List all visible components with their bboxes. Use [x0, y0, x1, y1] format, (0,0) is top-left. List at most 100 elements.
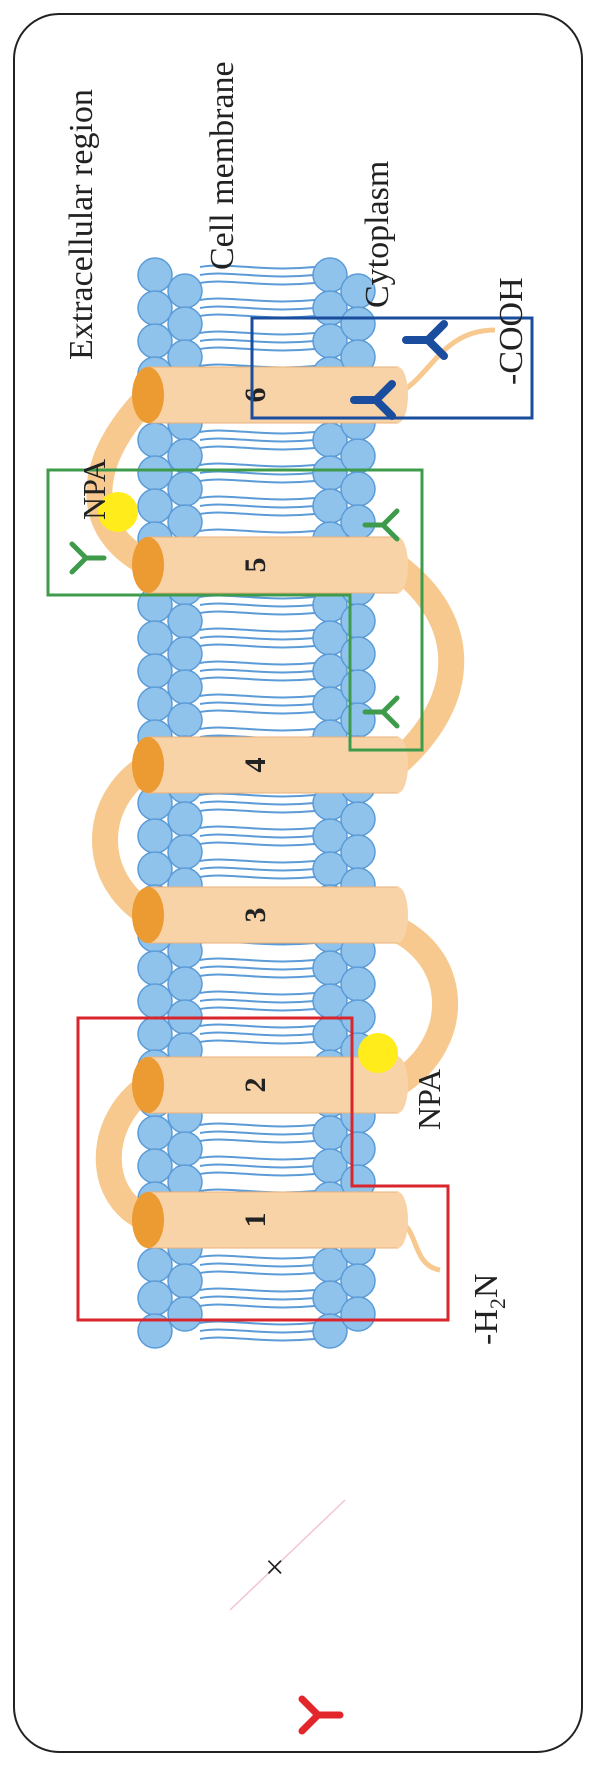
lipid-head: [138, 852, 172, 886]
lipid-head: [168, 670, 202, 704]
helix-cap: [132, 537, 164, 593]
lipid-head: [168, 505, 202, 539]
cytoplasm-label: Cytoplasm: [359, 161, 396, 308]
lipid-tail: [200, 802, 315, 805]
helix-4: 4: [132, 737, 408, 793]
lipid-tail: [200, 1140, 315, 1143]
lipid-head: [138, 1149, 172, 1183]
lipid-tail: [200, 1041, 315, 1044]
lipid-head: [341, 472, 375, 506]
helix-body: [148, 367, 398, 423]
lipid-tail: [200, 645, 315, 648]
h2n-subscript: 2: [485, 1298, 510, 1309]
lipid-head: [341, 802, 375, 836]
lipid-head: [138, 1116, 172, 1150]
lipid-head: [168, 274, 202, 308]
helix-3: 3: [132, 887, 408, 943]
lipid-tail: [200, 992, 315, 995]
lipid-tail: [200, 1132, 315, 1135]
lipid-head: [341, 967, 375, 1001]
lipid-head: [138, 291, 172, 325]
lipid-tail: [200, 1173, 315, 1176]
helix-number: 2: [239, 1078, 272, 1093]
helix-end: [388, 1192, 408, 1248]
npa-label-bottom: NPA: [411, 1069, 447, 1130]
helix-body: [148, 1057, 398, 1113]
lipid-head: [138, 258, 172, 292]
lipid-tail: [200, 1338, 315, 1341]
lipid-tail: [200, 1322, 315, 1325]
lipid-tail: [200, 1256, 315, 1259]
lipid-head: [138, 456, 172, 490]
lipid-head: [138, 819, 172, 853]
lipid-tail: [200, 307, 315, 310]
lipid-head: [341, 835, 375, 869]
helix-1: 1: [132, 1192, 408, 1248]
npa-label-top: NPA: [76, 459, 112, 520]
lipid-tail: [200, 959, 315, 962]
antibody-red: [302, 1699, 340, 1731]
lipid-tail: [200, 1000, 315, 1003]
helix-cap: [132, 887, 164, 943]
lipid-head: [341, 439, 375, 473]
lipid-tail: [200, 497, 315, 500]
lipid-tail: [200, 282, 315, 285]
lipid-head: [341, 637, 375, 671]
lipid-tail: [200, 629, 315, 632]
lipid-head: [138, 654, 172, 688]
lipid-head: [138, 687, 172, 721]
helix-number: 5: [239, 558, 272, 573]
lipid-tail: [200, 711, 315, 714]
lipid-head: [168, 637, 202, 671]
lipid-tail: [200, 604, 315, 607]
lipid-head: [341, 604, 375, 638]
lipid-head: [138, 324, 172, 358]
helix-body: [148, 537, 398, 593]
helix-cap: [132, 1192, 164, 1248]
lipid-tail: [200, 530, 315, 533]
lipid-tail: [200, 274, 315, 277]
helix-5: 5: [132, 537, 408, 593]
lipid-head: [168, 1297, 202, 1331]
lipid-tail: [200, 340, 315, 343]
lipid-head: [138, 1017, 172, 1051]
lipid-head: [138, 984, 172, 1018]
helix-6: 6: [132, 367, 408, 423]
lipid-head: [168, 1132, 202, 1166]
helix-body: [148, 887, 398, 943]
lipid-tail: [200, 1025, 315, 1028]
lipid-tail: [200, 1297, 315, 1300]
lipid-tail: [200, 1165, 315, 1168]
lipid-tail: [200, 695, 315, 698]
h2n-suffix: N: [468, 1274, 505, 1299]
lipid-tail: [200, 728, 315, 731]
helix-cap: [132, 737, 164, 793]
lipid-head: [168, 835, 202, 869]
lipid-tail: [200, 794, 315, 797]
helix-body: [148, 1192, 398, 1248]
lipid-tail: [200, 472, 315, 475]
antibody-blue-2: [406, 324, 444, 356]
lipid-head: [168, 604, 202, 638]
lipid-head: [138, 1248, 172, 1282]
lipid-tail: [200, 868, 315, 871]
helix-number: 3: [239, 908, 272, 923]
lipid-tail: [200, 348, 315, 351]
lipid-tail: [200, 637, 315, 640]
helix-cap: [132, 1057, 164, 1113]
helix-number: 6: [239, 388, 272, 403]
lipid-head: [341, 307, 375, 341]
lipid-tail: [200, 1008, 315, 1011]
lipid-head: [341, 1132, 375, 1166]
helix-end: [388, 887, 408, 943]
cooh-label: -COOH: [493, 277, 530, 385]
extracellular-label: Extracellular region: [63, 89, 100, 360]
helix-number: 1: [239, 1213, 272, 1228]
lipid-head: [168, 472, 202, 506]
lipid-tail: [200, 431, 315, 434]
helix-number: 4: [239, 758, 272, 773]
lipid-head: [341, 670, 375, 704]
lipid-tail: [200, 299, 315, 302]
helix-body: [148, 737, 398, 793]
